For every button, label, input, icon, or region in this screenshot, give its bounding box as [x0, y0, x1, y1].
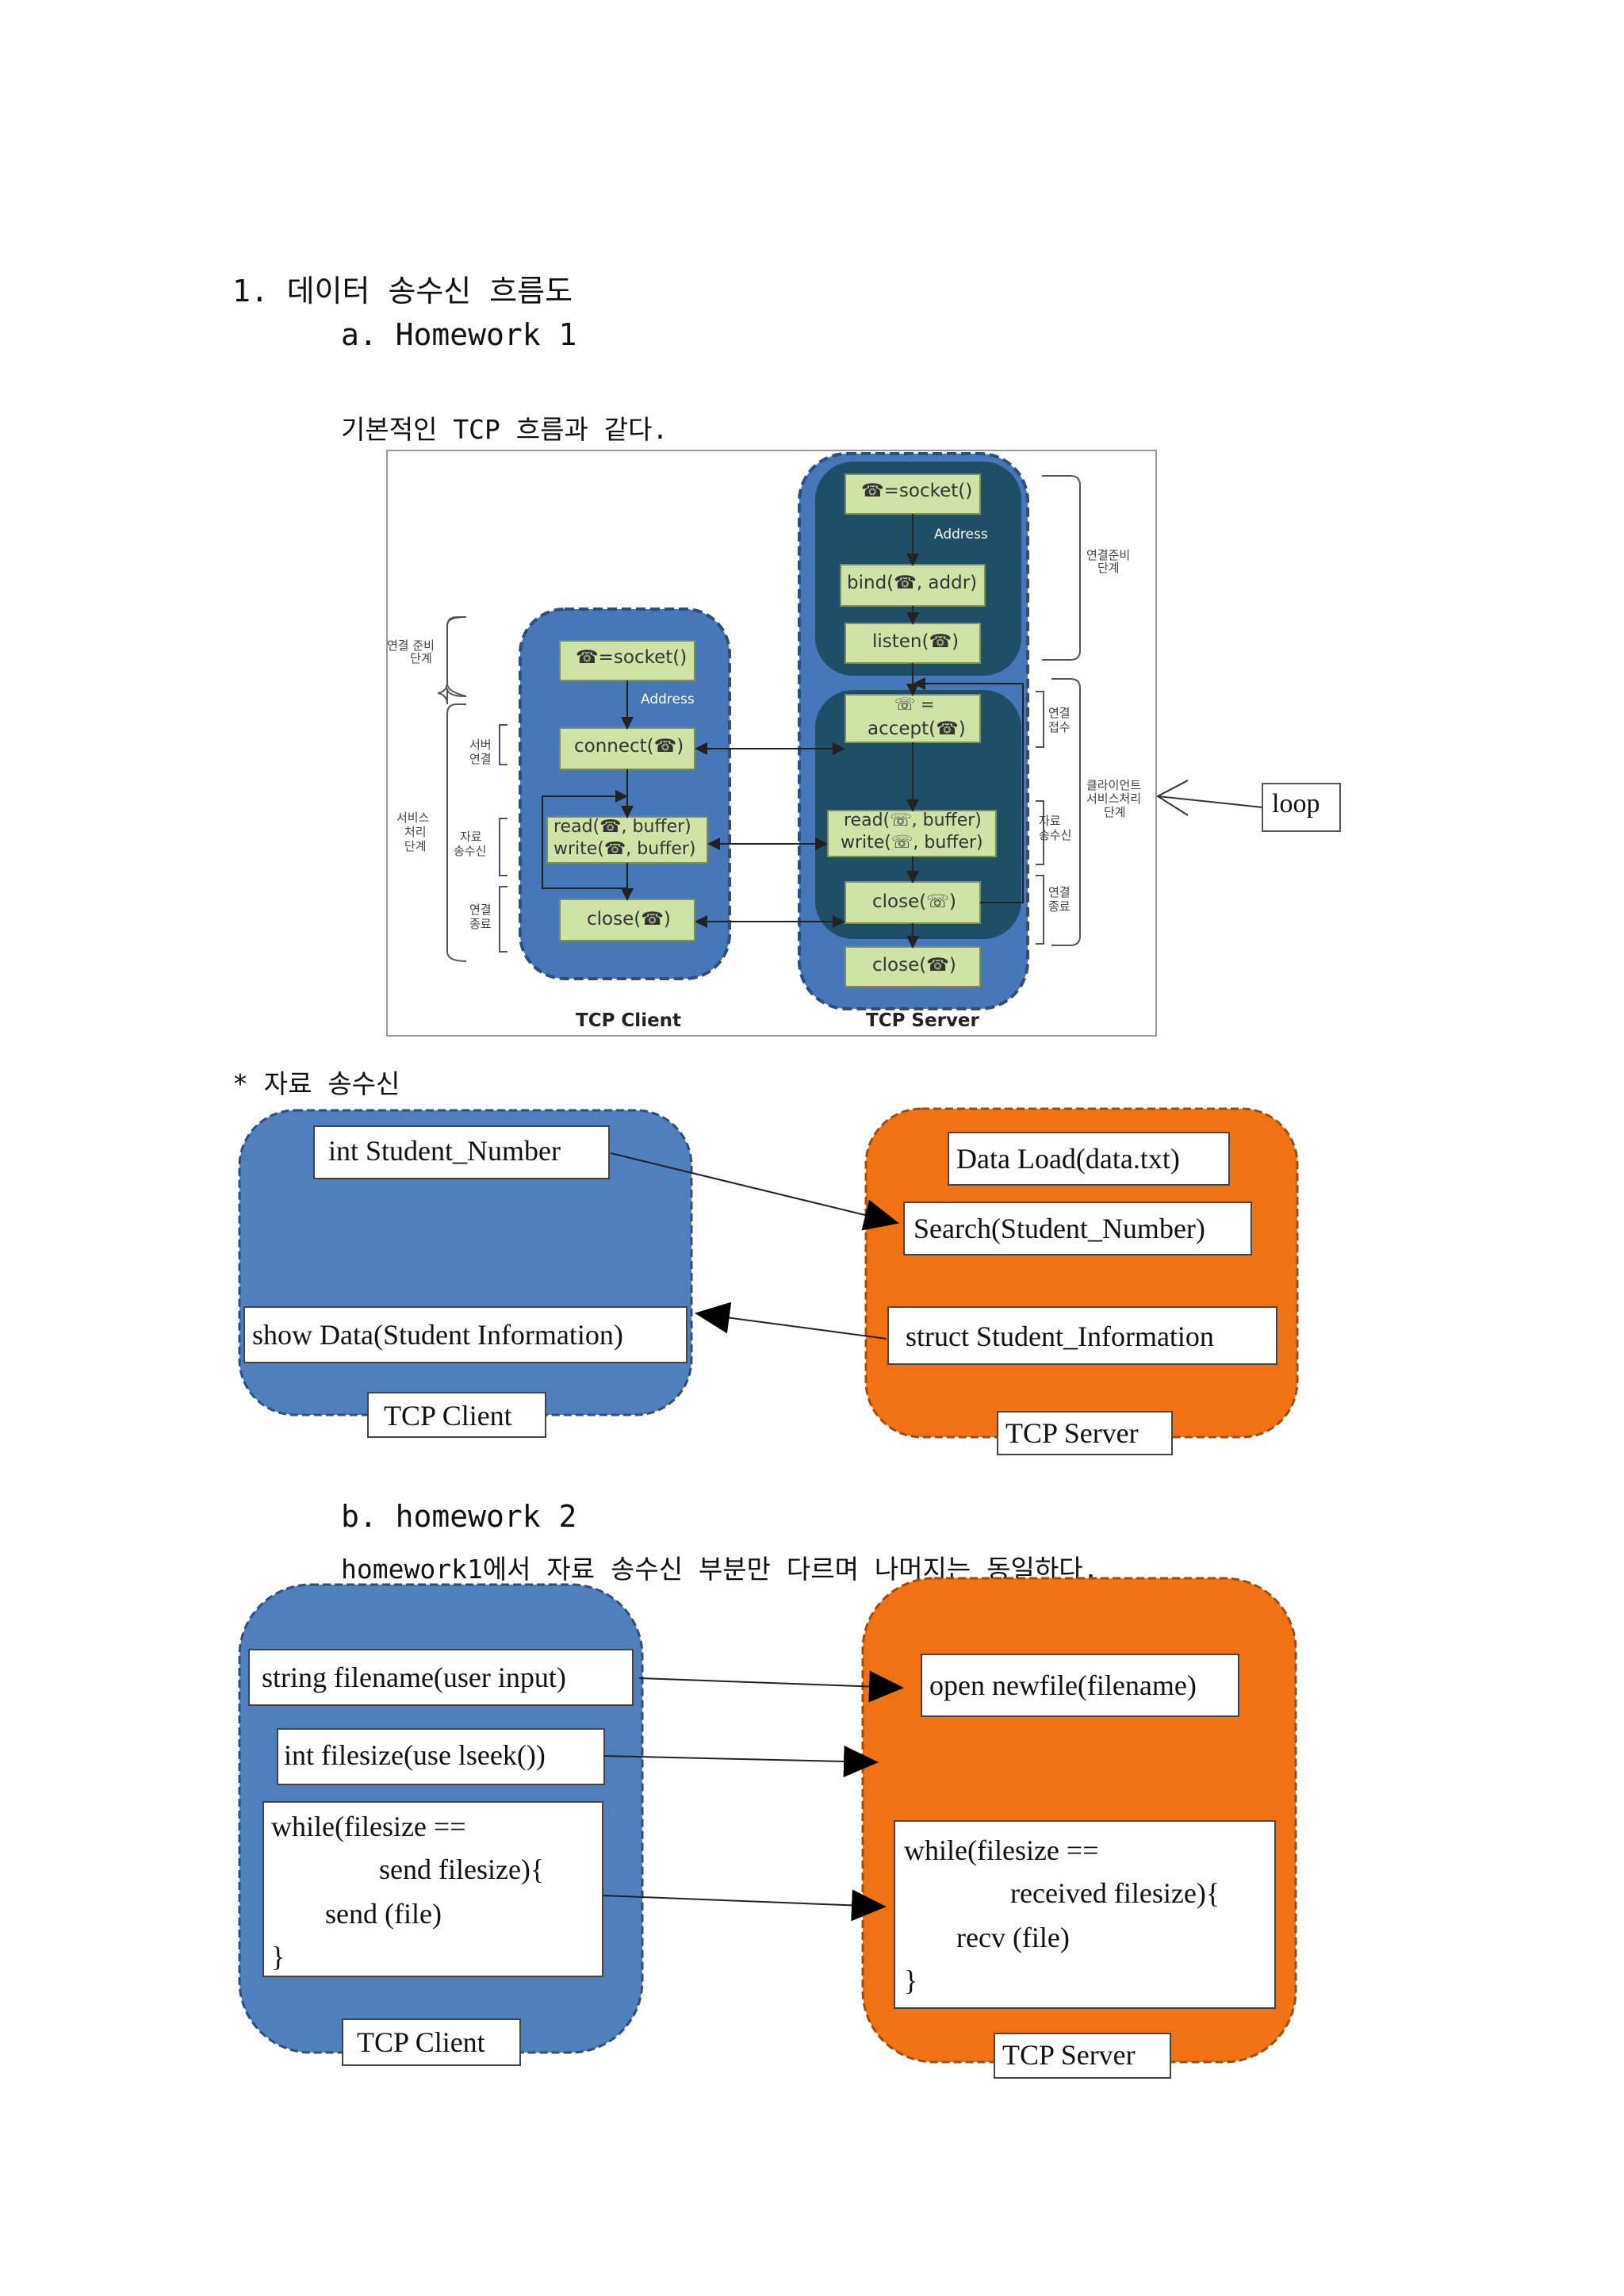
client-caption: TCP Client — [576, 1010, 682, 1031]
server-accept-top-text: ☏ = — [894, 695, 935, 714]
hw1-client-number-text: int Student_Number — [328, 1135, 561, 1167]
hw2-client-filename-text: string filename(user input) — [262, 1662, 566, 1693]
client-write-text: write(☎, buffer) — [553, 839, 696, 859]
client-socket-text: ☎=socket() — [576, 647, 688, 668]
server-close-text: close(☎) — [872, 955, 956, 976]
server-address-text: Address — [934, 527, 988, 542]
client-address-text: Address — [641, 692, 695, 707]
section-title: 1. 데이터 송수신 흐름도 — [232, 274, 573, 309]
server-bind-text: bind(☎, addr) — [847, 573, 978, 593]
hw1-server-load-text: Data Load(data.txt) — [956, 1143, 1180, 1175]
server-socket-text: ☎=socket() — [861, 481, 973, 501]
server-read-text: read(☏, buffer) — [844, 811, 982, 830]
hw2-server-loop-line1: while(filesize == — [904, 1834, 1099, 1866]
homework2-title: b. homework 2 — [341, 1499, 577, 1534]
client-read-text: read(☎, buffer) — [553, 817, 691, 837]
figure-frame — [386, 450, 1157, 1037]
data-section-label: * 자료 송수신 — [232, 1068, 400, 1099]
hw2-server-open-text: open newfile(filename) — [929, 1669, 1197, 1701]
hw2-client-filesize-text: int filesize(use lseek()) — [284, 1739, 546, 1771]
homework2-description: homework1에서 자료 송수신 부분만 다르며 나머지는 동일하다. — [341, 1554, 1099, 1585]
hw2-client-loop-line1: while(filesize == — [271, 1811, 466, 1842]
hw2-server-panel — [861, 1577, 1297, 2064]
server-listen-text: listen(☎) — [872, 631, 959, 652]
hw1-server-search-text: Search(Student_Number) — [914, 1213, 1205, 1244]
hw2-client-loop-line3: send (file) — [325, 1898, 442, 1930]
hw1-client-show-text: show Data(Student Information) — [252, 1319, 623, 1351]
hw2-client-loop-line4: } — [271, 1941, 285, 1972]
hw2-server-label-text: TCP Server — [1002, 2039, 1136, 2071]
client-connect-text: connect(☎) — [574, 736, 684, 757]
hw1-client-label-text: TCP Client — [384, 1400, 512, 1432]
homework1-title: a. Homework 1 — [341, 317, 577, 352]
loop-label: loop — [1272, 789, 1320, 818]
hw2-client-label-text: TCP Client — [357, 2026, 485, 2058]
hw1-server-struct-text: struct Student_Information — [906, 1320, 1214, 1352]
server-write-text: write(☏, buffer) — [841, 833, 983, 853]
hw2-server-loop-line3: recv (file) — [956, 1922, 1070, 1953]
homework1-description: 기본적인 TCP 흐름과 같다. — [341, 414, 668, 445]
client-close-text: close(☎) — [587, 909, 671, 930]
hw2-client-loop-line2: send filesize){ — [379, 1853, 545, 1885]
server-caption: TCP Server — [866, 1010, 979, 1031]
hw1-server-label-text: TCP Server — [1005, 1417, 1139, 1449]
server-accept-text: accept(☎) — [868, 719, 966, 739]
server-close-client-text: close(☏) — [872, 891, 956, 912]
hw2-server-loop-line4: } — [904, 1964, 918, 1996]
hw2-server-loop-line2: received filesize){ — [1010, 1877, 1220, 1909]
